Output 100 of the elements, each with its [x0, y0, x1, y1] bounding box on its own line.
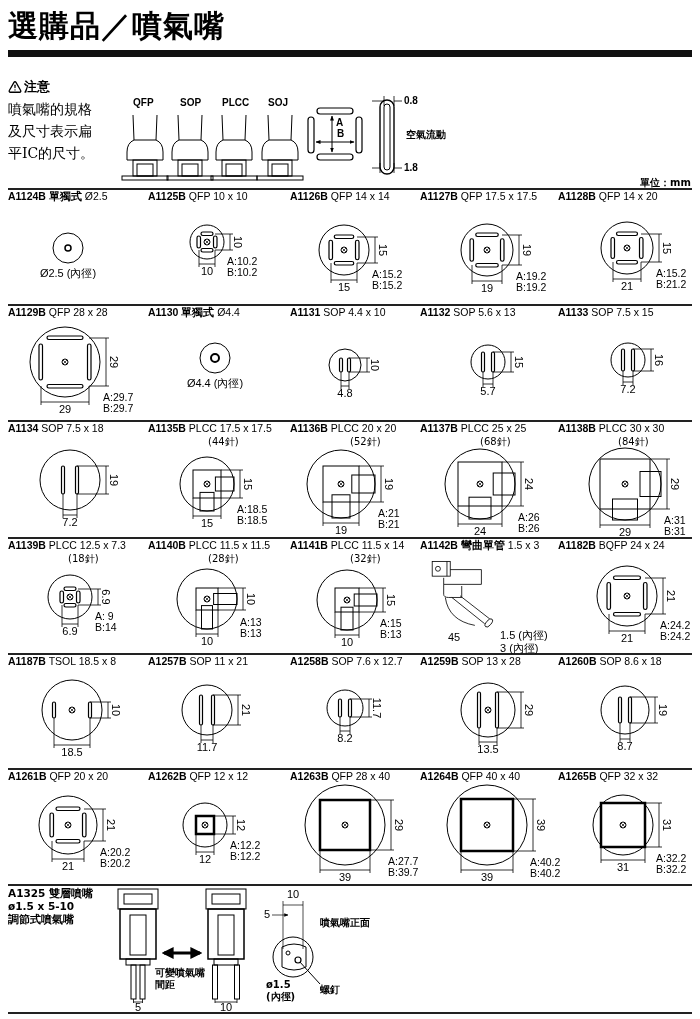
model-heading: A1137B PLCC 25 x 25	[420, 422, 527, 434]
ab-dimension: A:18.5	[237, 504, 268, 515]
model-heading: A1136B PLCC 20 x 20	[290, 422, 397, 434]
dimension-value: 0.8	[404, 95, 418, 106]
dimension-value: 19	[480, 282, 494, 294]
dimension-value: 45	[448, 631, 461, 643]
dimension-value: 21	[240, 703, 252, 717]
size-spec: ø1.5 x 5-10	[8, 900, 75, 912]
ab-dimension: B:21.2	[656, 279, 687, 290]
dimension-value: 15	[242, 477, 254, 491]
model-heading: A1131 SOP 4.4 x 10	[290, 306, 386, 318]
type-description: 調節式噴氣嘴	[8, 913, 74, 927]
ab-dimension: A: 9	[95, 611, 114, 622]
model-heading: A1263B QFP 28 x 40	[290, 770, 391, 782]
airflow-label: 空氣流動	[406, 128, 446, 142]
dimension-value: 8.2	[337, 732, 353, 744]
dimension-value: 19	[521, 243, 533, 257]
dimension-value: 10	[369, 358, 381, 372]
ab-dimension: A:31	[664, 515, 686, 526]
dimension-value: 29	[618, 526, 632, 538]
model-heading: A1126B QFP 14 x 14	[290, 190, 390, 202]
ab-dimension: A:29.7	[103, 392, 134, 403]
model-heading: A1140B PLCC 11.5 x 11.5	[148, 539, 271, 551]
model-heading: A1187B TSOL 18.5 x 8	[8, 655, 116, 667]
dimension-value: 8.7	[617, 740, 633, 752]
dimension-value: 19	[657, 703, 669, 717]
dimension-value: 24	[473, 525, 487, 537]
dimension-value: 15	[200, 517, 214, 529]
ab-dimension: A:27.7	[388, 856, 419, 867]
screw-label: 螺釘	[320, 983, 340, 997]
model-heading: A1134 SOP 7.5 x 18	[8, 422, 104, 434]
dimension-value: 21	[61, 860, 75, 872]
ab-dimension: B:40.2	[530, 868, 561, 879]
ab-dimension: B:39.7	[388, 867, 419, 878]
package-label: SOP	[180, 97, 202, 108]
ab-dimension: A:10.2	[227, 256, 258, 267]
dimension-value: 10	[200, 635, 214, 647]
ab-dimension: B:14	[95, 622, 117, 633]
dimension-value: 15	[661, 241, 673, 255]
dimension-value: 11.7	[371, 697, 383, 719]
ab-dimension: B:12.2	[230, 851, 261, 862]
dimension-value: 10	[232, 235, 244, 249]
dimension-value: 6.9	[62, 625, 78, 637]
dimension-value: 19	[383, 477, 395, 491]
ab-dimension: B:15.2	[372, 280, 403, 291]
pin-count: (44針)	[208, 435, 239, 449]
ab-dimension: B:31	[664, 526, 686, 537]
dimension-value: 10	[286, 888, 300, 900]
dimension-value: 5.7	[480, 385, 496, 397]
ab-dimension: A:15.2	[372, 269, 403, 280]
ab-dimension: B:20.2	[100, 858, 131, 869]
model-heading: A1128B QFP 14 x 20	[558, 190, 658, 202]
leader-line	[299, 961, 321, 985]
front-view-label: 噴氣嘴正面	[320, 917, 370, 929]
pin-count: (32針)	[350, 552, 381, 566]
ab-dimension: A:20.2	[100, 847, 131, 858]
dimension-value: 1.5 (內徑)	[500, 629, 548, 641]
model-heading: A1257B SOP 11 x 21	[148, 655, 248, 667]
model-heading: A1135B PLCC 17.5 x 17.5	[148, 422, 272, 434]
model-heading: A1325 雙層噴嘴	[8, 887, 93, 901]
dimension-value: 10	[110, 703, 122, 717]
ab-dimension: A:21	[378, 508, 400, 519]
ab-dimension: A:24.2	[660, 620, 691, 631]
dimension-value: 15	[513, 355, 525, 369]
dimension-value: 18.5	[61, 746, 83, 758]
model-heading: A1138B PLCC 30 x 30	[558, 422, 665, 434]
dimension-value: 1.8	[404, 162, 418, 173]
dimension-value: 31	[616, 861, 630, 873]
model-heading: A1260B SOP 8.6 x 18	[558, 655, 662, 667]
dimension-value: 13.5	[477, 743, 499, 755]
ab-dimension: A:40.2	[530, 857, 561, 868]
unit-label: 單位：mm	[640, 176, 691, 190]
ab-dimension: A:32.2	[656, 853, 687, 864]
note-text: 噴氣嘴的規格及尺寸表示扁平IC的尺寸。	[8, 100, 96, 163]
dimension-value: 39	[535, 818, 547, 832]
spacing-note: 可變噴氣嘴間距	[155, 967, 206, 991]
dimension-value: 29	[393, 818, 405, 832]
dimension-value: 19	[334, 524, 348, 536]
model-heading: A1129B QFP 28 x 28	[8, 306, 108, 318]
model-heading: A1141B PLCC 11.5 x 14	[290, 539, 405, 551]
dimension-value: 15	[377, 243, 389, 257]
model-heading: A1132 SOP 5.6 x 13	[420, 306, 516, 318]
ab-dimension: A:13	[240, 617, 262, 628]
dimension-value: 10	[340, 636, 354, 648]
dimension-value: 5	[134, 1001, 142, 1013]
model-heading: A1259B SOP 13 x 28	[420, 655, 521, 667]
dimension-value: 12	[198, 853, 212, 865]
dimension-value: 15	[385, 593, 397, 607]
model-heading: A1133 SOP 7.5 x 15	[558, 306, 654, 318]
model-heading: A1182B BQFP 24 x 24	[558, 539, 665, 551]
model-heading: A1142B 彎曲單管 1.5 x 3	[420, 539, 540, 553]
diameter-label: Ø2.5 (內徑)	[39, 267, 97, 279]
ab-dimension: A:12.2	[230, 840, 261, 851]
package-label: SOJ	[268, 97, 288, 108]
package-label: PLCC	[222, 97, 250, 108]
dimension-value: 10	[200, 265, 214, 277]
pin-count: (28針)	[208, 552, 239, 566]
dimension-value: 29	[523, 703, 535, 717]
dimension-value: 5	[263, 908, 271, 920]
dimension-value: 21	[665, 589, 677, 603]
